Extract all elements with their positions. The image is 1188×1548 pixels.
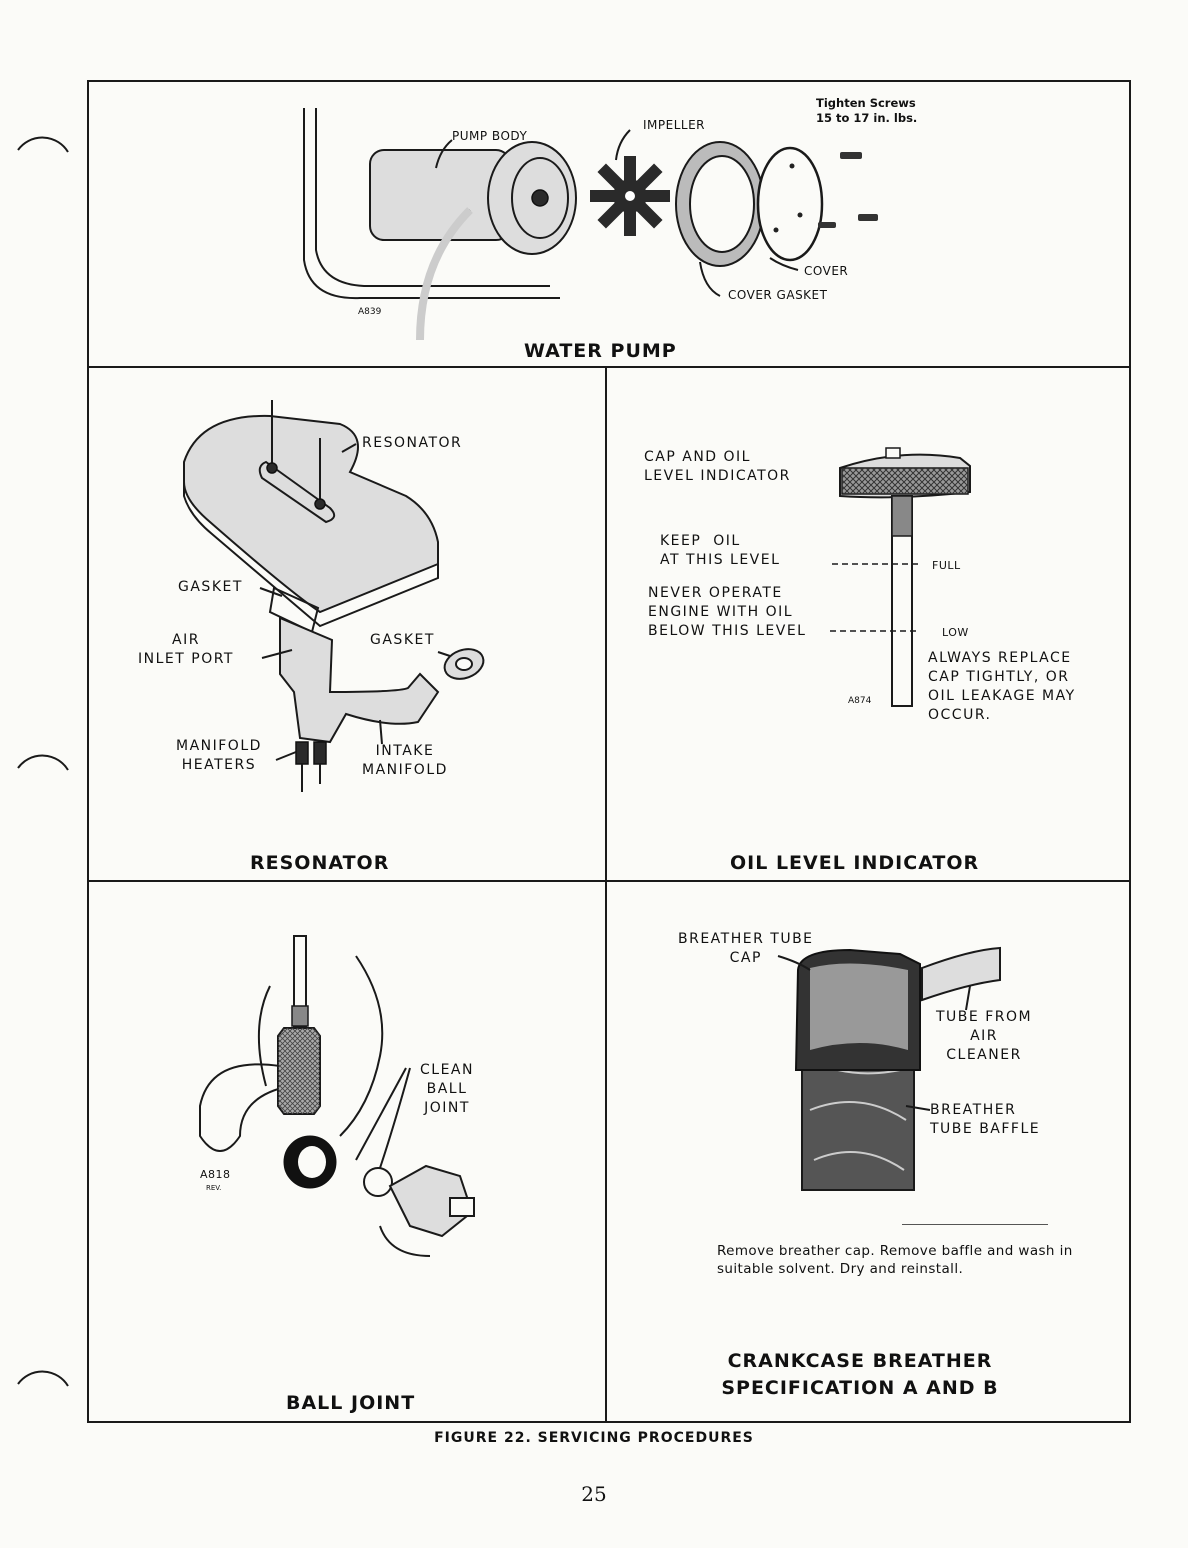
- crankcase-title-line2: SPECIFICATION A AND B: [721, 1377, 999, 1399]
- resonator-illustration: [183, 400, 485, 792]
- water-pump-figure-code: A839: [358, 307, 382, 317]
- label-low: LOW: [942, 626, 969, 639]
- oil-level-dipstick-illustration: [839, 447, 971, 707]
- page-number: 25: [581, 1482, 607, 1506]
- label-gasket-left: GASKET: [178, 579, 243, 595]
- level-leader-lines: [830, 563, 920, 632]
- crankcase-breather-illustration: [777, 946, 1001, 1191]
- resonator-title: RESONATOR: [250, 852, 390, 874]
- label-keep-oil: KEEP OIL AT THIS LEVEL: [660, 533, 781, 568]
- binder-hole-marks: [17, 136, 69, 1387]
- label-tighten-screws: Tighten Screws 15 to 17 in. lbs.: [816, 96, 918, 125]
- label-cover-gasket: COVER GASKET: [728, 288, 828, 302]
- label-full: FULL: [932, 559, 961, 572]
- label-breather-tube-baffle: BREATHER TUBE BAFFLE: [930, 1102, 1041, 1137]
- label-pump-body: PUMP BODY: [452, 129, 528, 143]
- figure-caption: FIGURE 22. SERVICING PROCEDURES: [434, 1430, 754, 1446]
- oil-level-title: OIL LEVEL INDICATOR: [730, 852, 980, 874]
- label-always-replace: ALWAYS REPLACE CAP TIGHTLY, OR OIL LEAKA…: [928, 650, 1076, 723]
- divider-top: [87, 366, 1131, 368]
- divider-middle: [87, 880, 1131, 882]
- note-rule: [902, 1224, 1048, 1225]
- label-manifold-heaters: MANIFOLD HEATERS: [176, 738, 262, 773]
- label-air-inlet-port: AIR INLET PORT: [138, 632, 234, 667]
- water-pump-title: WATER PUMP: [524, 340, 677, 362]
- label-tube-from-air-cleaner: TUBE FROM AIR CLEANER: [936, 1009, 1033, 1063]
- crankcase-note: Remove breather cap. Remove baffle and w…: [717, 1243, 1073, 1277]
- ball-joint-title: BALL JOINT: [286, 1392, 416, 1414]
- ball-joint-figure-rev: REV.: [206, 1184, 222, 1192]
- oil-figure-code: A874: [848, 696, 872, 706]
- label-clean-ball-joint: CLEAN BALL JOINT: [420, 1062, 474, 1116]
- label-breather-tube-cap: BREATHER TUBE CAP: [678, 931, 814, 966]
- label-resonator: RESONATOR: [362, 435, 463, 451]
- label-cap-and-oil-level-indicator: CAP AND OIL LEVEL INDICATOR: [644, 449, 791, 484]
- label-cover: COVER: [804, 264, 849, 278]
- label-gasket-right: GASKET: [370, 632, 435, 648]
- label-impeller: IMPELLER: [643, 118, 706, 132]
- ball-joint-figure-code: A818: [200, 1168, 231, 1181]
- ball-joint-illustration: [199, 935, 475, 1257]
- figure-frame: [87, 80, 1131, 1423]
- divider-vertical: [605, 366, 607, 1423]
- label-intake-manifold: INTAKE MANIFOLD: [362, 743, 448, 778]
- crankcase-title-line1: CRANKCASE BREATHER: [727, 1350, 993, 1372]
- water-pump-illustration: [303, 108, 878, 341]
- label-never-operate: NEVER OPERATE ENGINE WITH OIL BELOW THIS…: [648, 585, 807, 639]
